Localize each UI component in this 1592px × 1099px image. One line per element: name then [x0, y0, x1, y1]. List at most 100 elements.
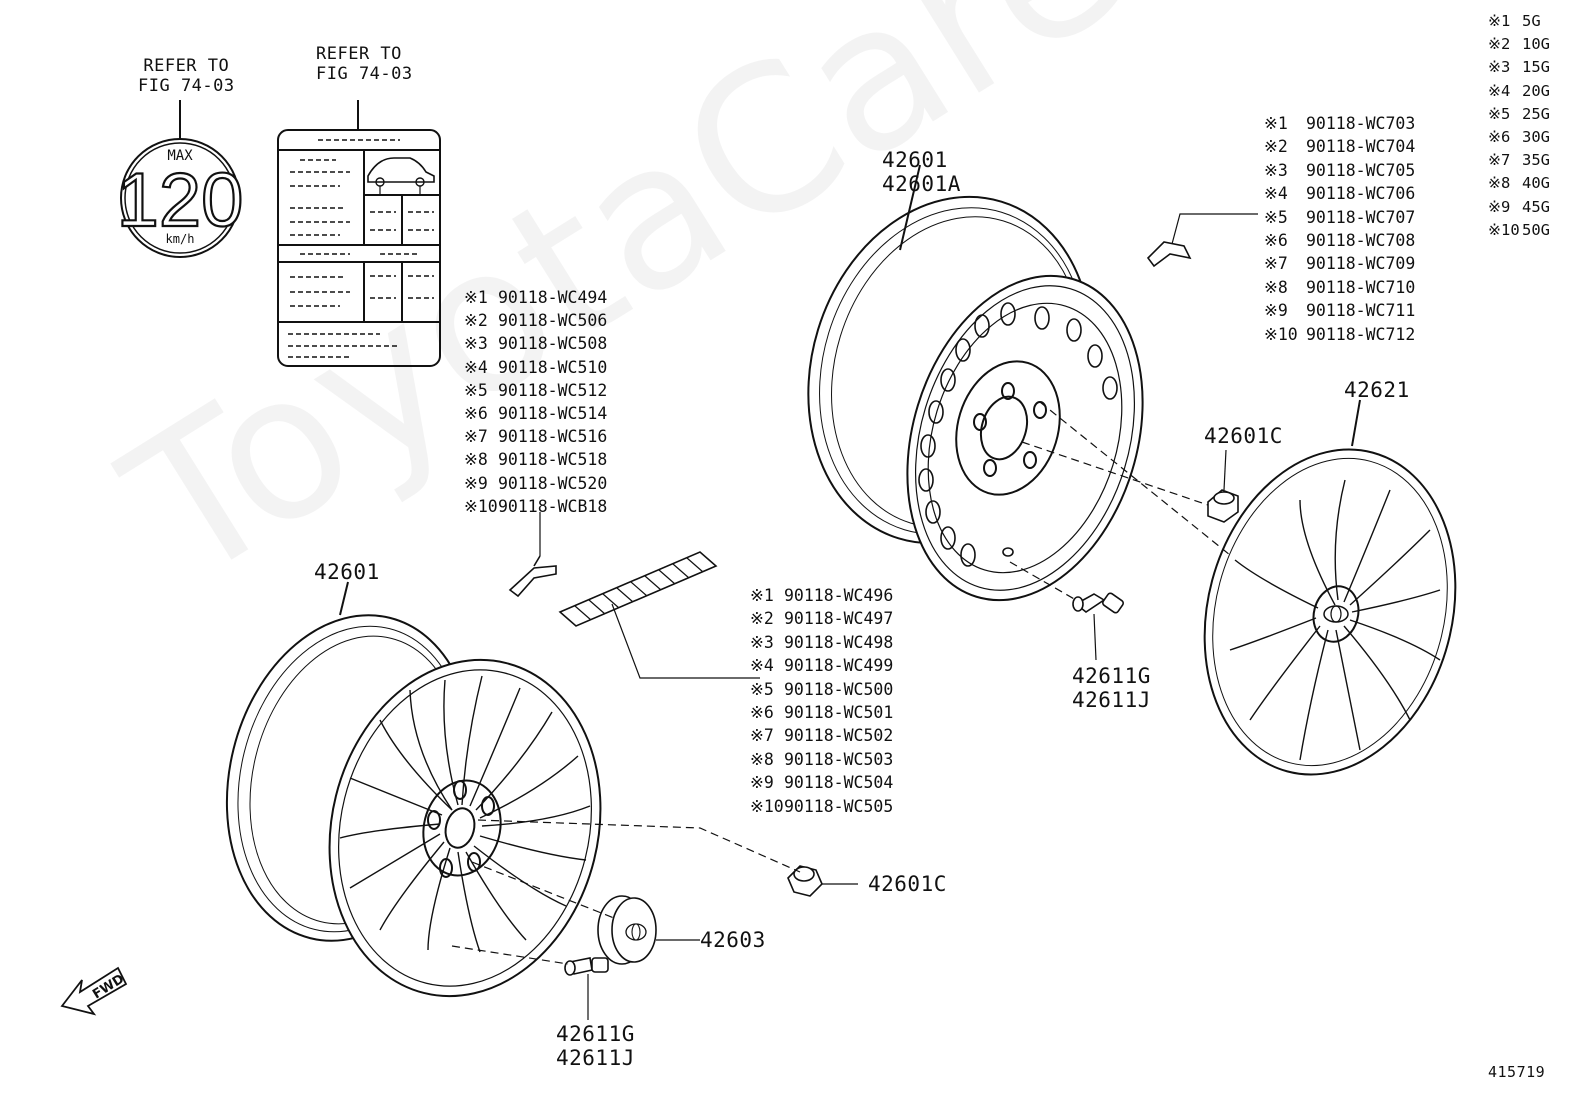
item-mark: ※2 [1264, 137, 1288, 157]
item-mark: ※5 [1264, 207, 1288, 227]
item-mark: ※8 [464, 450, 488, 470]
hub-nut-upper [1207, 449, 1239, 523]
item-value: 35G [1522, 151, 1550, 170]
assembly-lines [451, 401, 1231, 965]
item-value: 90118-WC705 [1306, 160, 1416, 180]
item-mark: ※7 [750, 726, 774, 746]
part-label-center-cap: 42603 [700, 928, 766, 952]
item-value: 90118-WC503 [784, 749, 894, 769]
part-label-rim: 42601 42601A [882, 148, 961, 196]
list-item: ※1 90118-WC496 [750, 584, 893, 607]
item-value: 90118-WC706 [1306, 184, 1416, 204]
item-value: 25G [1522, 104, 1550, 123]
item-mark: ※3 [464, 334, 488, 354]
item-value: 90118-WC500 [784, 679, 894, 699]
item-mark: ※1 [1264, 114, 1288, 133]
list-item: ※5 25G [1488, 103, 1550, 126]
item-mark: ※4 [750, 656, 774, 676]
item-mark: ※5 [464, 380, 488, 400]
item-value: 90118-WC514 [498, 404, 608, 424]
item-mark: ※3 [1264, 160, 1288, 180]
item-value: 90118-WC502 [784, 726, 894, 746]
clip-weight-upper [1146, 213, 1258, 268]
item-value: 90118-WC516 [498, 427, 608, 447]
center-cap [597, 895, 700, 965]
item-mark: ※2 [750, 609, 774, 629]
speed-sign-value: 120 [117, 158, 244, 243]
part-label-valve-lower: 42611G 42611J [556, 1022, 635, 1070]
item-value: 90118-WC505 [784, 796, 894, 816]
item-mark: ※7 [1264, 254, 1288, 274]
item-mark: ※5 [1488, 104, 1511, 123]
item-mark: ※7 [1488, 151, 1511, 170]
item-mark: ※1 [1488, 12, 1511, 30]
item-value: 5G [1522, 12, 1541, 30]
item-mark: ※9 [750, 773, 774, 793]
item-mark: ※8 [750, 749, 774, 769]
refer-label-2-line2: FIG 74-03 [316, 64, 413, 84]
item-value: 90118-WC512 [498, 380, 608, 400]
item-value: 90118-WC501 [784, 703, 894, 723]
item-value: 90118-WC496 [784, 586, 894, 605]
item-value: 90118-WC497 [784, 609, 894, 629]
valve-stem-upper [1072, 592, 1125, 661]
item-mark: ※2 [464, 311, 488, 331]
item-value: 90118-WC703 [1306, 114, 1416, 133]
valve-stem-lower [564, 957, 609, 1020]
part-label-valve-lower-1: 42611G [556, 1022, 635, 1046]
adhesive-weight-strip [558, 551, 760, 679]
item-value: 40G [1522, 174, 1550, 193]
speed-sign-max: MAX [167, 148, 193, 164]
item-value: 30G [1522, 128, 1550, 147]
item-mark: ※8 [1264, 277, 1288, 297]
item-value: 90118-WC708 [1306, 231, 1416, 251]
part-label-rim-2: 42601A [882, 172, 961, 196]
item-value: 90118-WC704 [1306, 137, 1416, 157]
item-value: 90118-WC520 [498, 473, 608, 493]
item-mark: ※6 [1488, 128, 1511, 147]
refer-label-2: REFER TO FIG 74-03 [316, 44, 413, 84]
item-mark: ※6 [750, 703, 774, 723]
item-value: 90118-WC711 [1306, 301, 1416, 321]
item-mark: ※1 [750, 586, 774, 605]
item-mark: ※10 [1488, 220, 1520, 239]
part-label-nut-lower: 42601C [868, 872, 947, 896]
part-label-valve-upper-1: 42611G [1072, 664, 1151, 688]
refer-label-1-line2: FIG 74-03 [138, 76, 235, 96]
item-value: 90118-WC518 [498, 450, 608, 470]
item-mark: ※4 [1264, 184, 1288, 204]
item-mark: ※4 [1488, 81, 1511, 100]
forward-arrow-icon: FWD [60, 966, 128, 1016]
item-mark: ※3 [1488, 58, 1511, 77]
list-item: ※5 90118-WC512 [464, 379, 607, 402]
part-label-nut-upper: 42601C [1204, 424, 1283, 448]
refer-label-2-line1: REFER TO [316, 44, 402, 64]
item-mark: ※2 [1488, 35, 1511, 54]
item-mark: ※3 [750, 632, 774, 652]
list-item: ※8 90118-WC503 [750, 748, 893, 771]
item-value: 90118-WC712 [1306, 324, 1416, 344]
part-label-wheel: 42601 [314, 560, 380, 584]
figure-number: 415719 [1488, 1063, 1546, 1081]
